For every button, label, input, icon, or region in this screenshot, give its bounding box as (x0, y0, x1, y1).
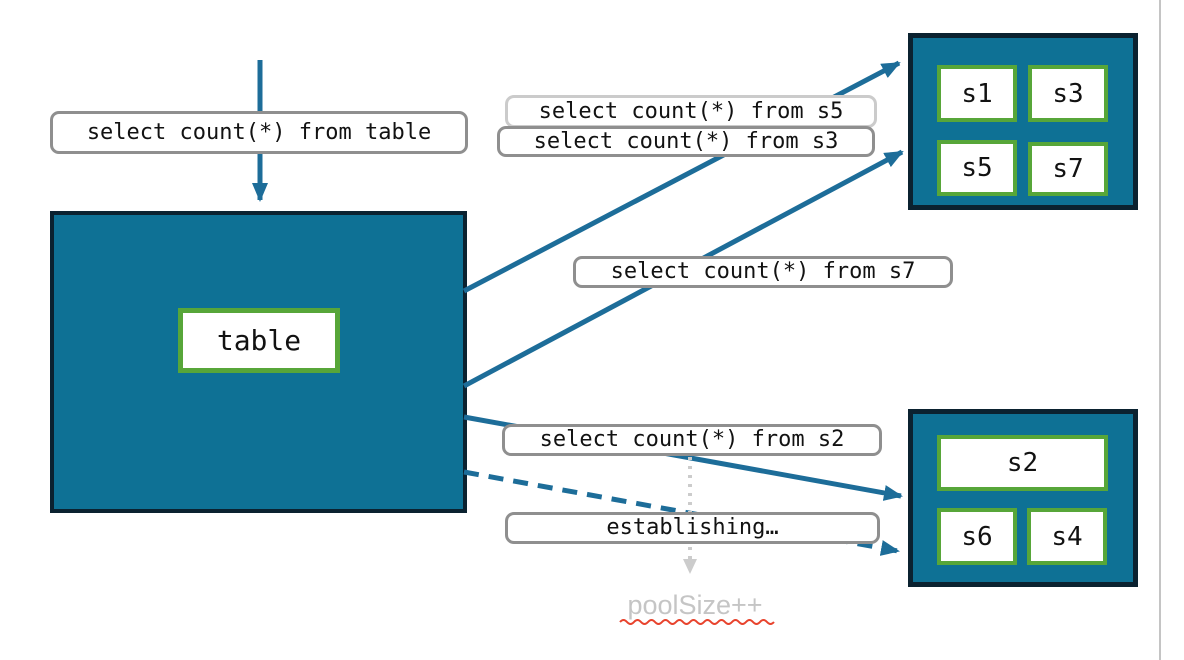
poolsize-text: poolSize++ (627, 590, 763, 620)
query-label-s3: select count(*) from s3 (497, 126, 875, 157)
spellcheck-squiggle (619, 619, 775, 625)
query-label-s2: select count(*) from s2 (502, 424, 882, 456)
shard-s7: s7 (1028, 142, 1108, 196)
query-label-s7: select count(*) from s7 (573, 256, 953, 288)
query-label-table: select count(*) from table (50, 111, 468, 154)
table-label-box: table (178, 308, 340, 373)
shard-s3: s3 (1028, 65, 1108, 122)
shard-s1: s1 (937, 65, 1017, 122)
shard-s5: s5 (937, 140, 1017, 196)
slide-edge-line (1159, 0, 1161, 660)
query-label-s5: select count(*) from s5 (505, 95, 877, 128)
status-label-establishing: establishing… (505, 512, 880, 544)
shard-pool-bottom: s2 s6 s4 (908, 409, 1138, 587)
table-node: table (50, 211, 467, 513)
shard-s2: s2 (937, 435, 1108, 491)
shard-s6: s6 (937, 508, 1017, 565)
table-label: table (216, 323, 302, 357)
shard-s4: s4 (1027, 508, 1107, 565)
shard-pool-top: s1 s3 s5 s7 (908, 33, 1138, 210)
